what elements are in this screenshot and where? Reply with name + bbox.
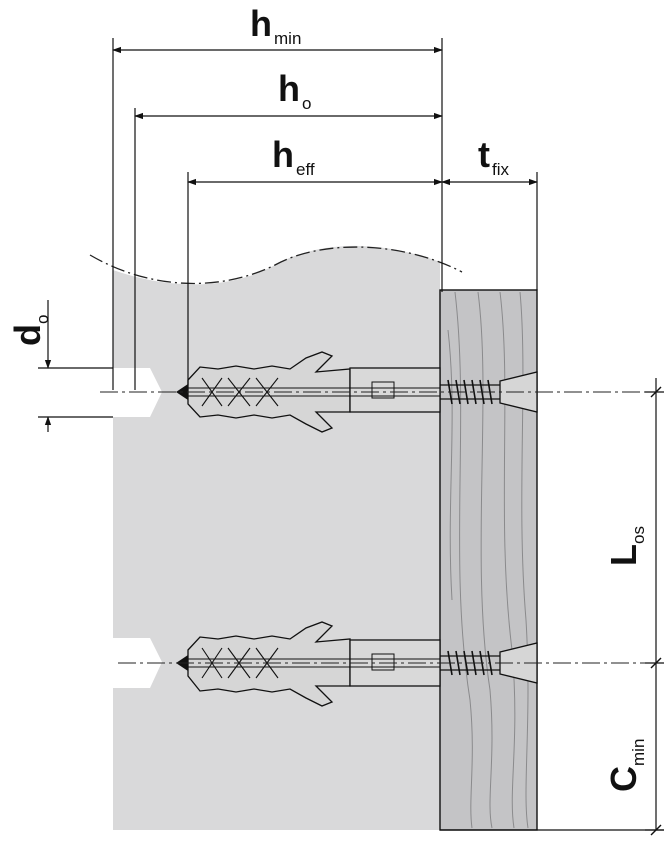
label-h-min: h min [250, 3, 301, 48]
label-d-o: d o [7, 315, 52, 346]
base-material [113, 245, 440, 830]
label-d-o-main: d [7, 324, 48, 346]
dimension-ticks [650, 386, 662, 836]
label-h-min-sub: min [274, 29, 301, 48]
label-h-min-main: h [250, 3, 272, 44]
label-h-eff-main: h [272, 134, 294, 175]
label-t-fix-sub: fix [492, 160, 510, 179]
label-c-min: C min [603, 739, 648, 792]
label-h-o: h o [278, 68, 311, 113]
label-l-os-sub: os [629, 526, 648, 544]
center-lines [100, 391, 664, 664]
label-h-eff: h eff [272, 134, 315, 179]
label-t-fix-main: t [478, 134, 490, 175]
drill-hole-lower [113, 638, 162, 688]
label-h-eff-sub: eff [296, 160, 315, 179]
label-l-os: L os [603, 526, 648, 566]
label-h-o-main: h [278, 68, 300, 109]
label-h-o-sub: o [302, 94, 311, 113]
break-line [89, 246, 463, 285]
label-l-os-main: L [603, 544, 644, 566]
wood-grain [447, 291, 529, 829]
dimension-lines [38, 38, 664, 831]
label-c-min-sub: min [629, 739, 648, 766]
label-d-o-sub: o [33, 315, 52, 324]
label-c-min-main: C [603, 766, 644, 792]
label-t-fix: t fix [478, 134, 510, 179]
